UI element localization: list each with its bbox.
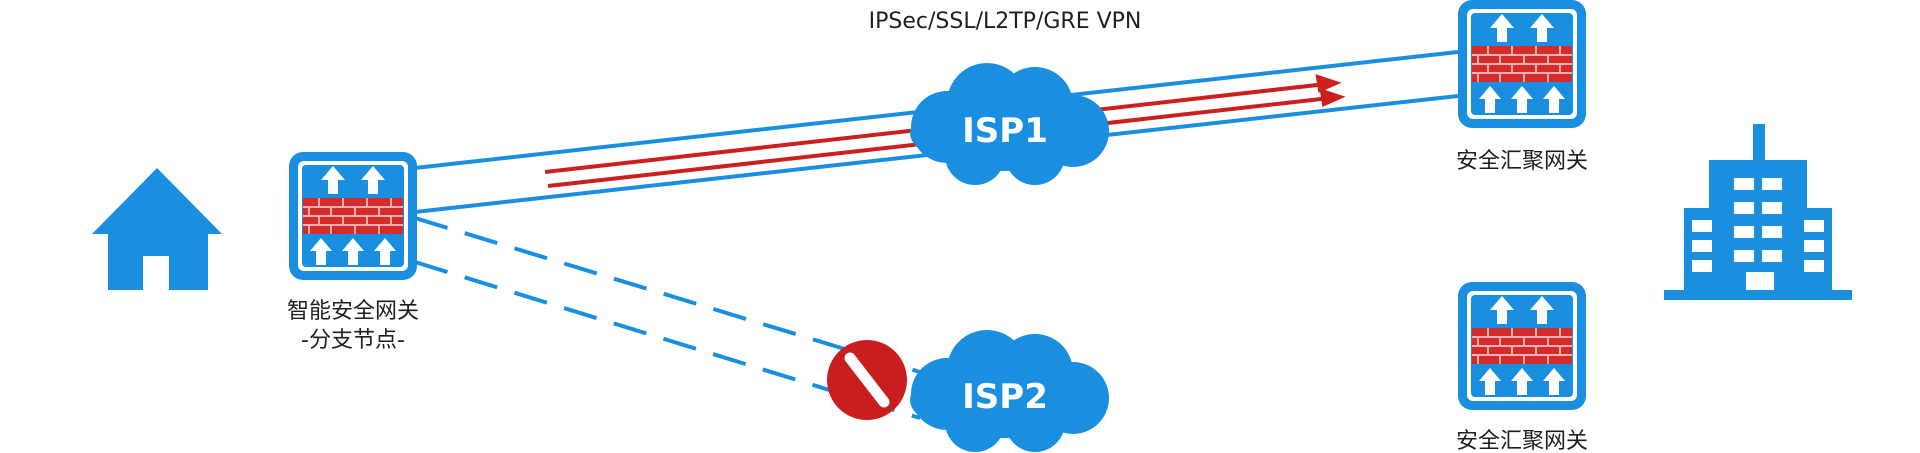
branch-gateway-subtitle: -分支节点- (301, 328, 405, 353)
isp2-cloud: ISP2 (910, 330, 1109, 452)
hq-gateway-bottom-name: 安全汇聚网关 (1456, 429, 1588, 453)
firewall-gateway-icon (288, 151, 418, 281)
isp2-label: ISP2 (962, 377, 1048, 417)
blocked-link-icon (827, 340, 907, 420)
home-icon (92, 168, 222, 290)
vpn-label: IPSec/SSL/L2TP/GRE VPN (869, 9, 1142, 34)
firewall-gateway-icon (1457, 281, 1587, 411)
hq-gateway-top-name: 安全汇聚网关 (1456, 149, 1588, 174)
hq-gateway-top: 安全汇聚网关 (1456, 0, 1588, 174)
branch-gateway-name: 智能安全网关 (287, 299, 419, 324)
hq-gateway-bottom: 安全汇聚网关 (1456, 281, 1588, 453)
isp1-label: ISP1 (962, 111, 1048, 151)
firewall-gateway-icon (1457, 0, 1587, 129)
branch-gateway: 智能安全网关 -分支节点- (287, 151, 419, 353)
dashed-line-upper (414, 216, 921, 374)
office-building-icon (1664, 124, 1852, 300)
isp1-cloud: ISP1 (910, 63, 1109, 185)
